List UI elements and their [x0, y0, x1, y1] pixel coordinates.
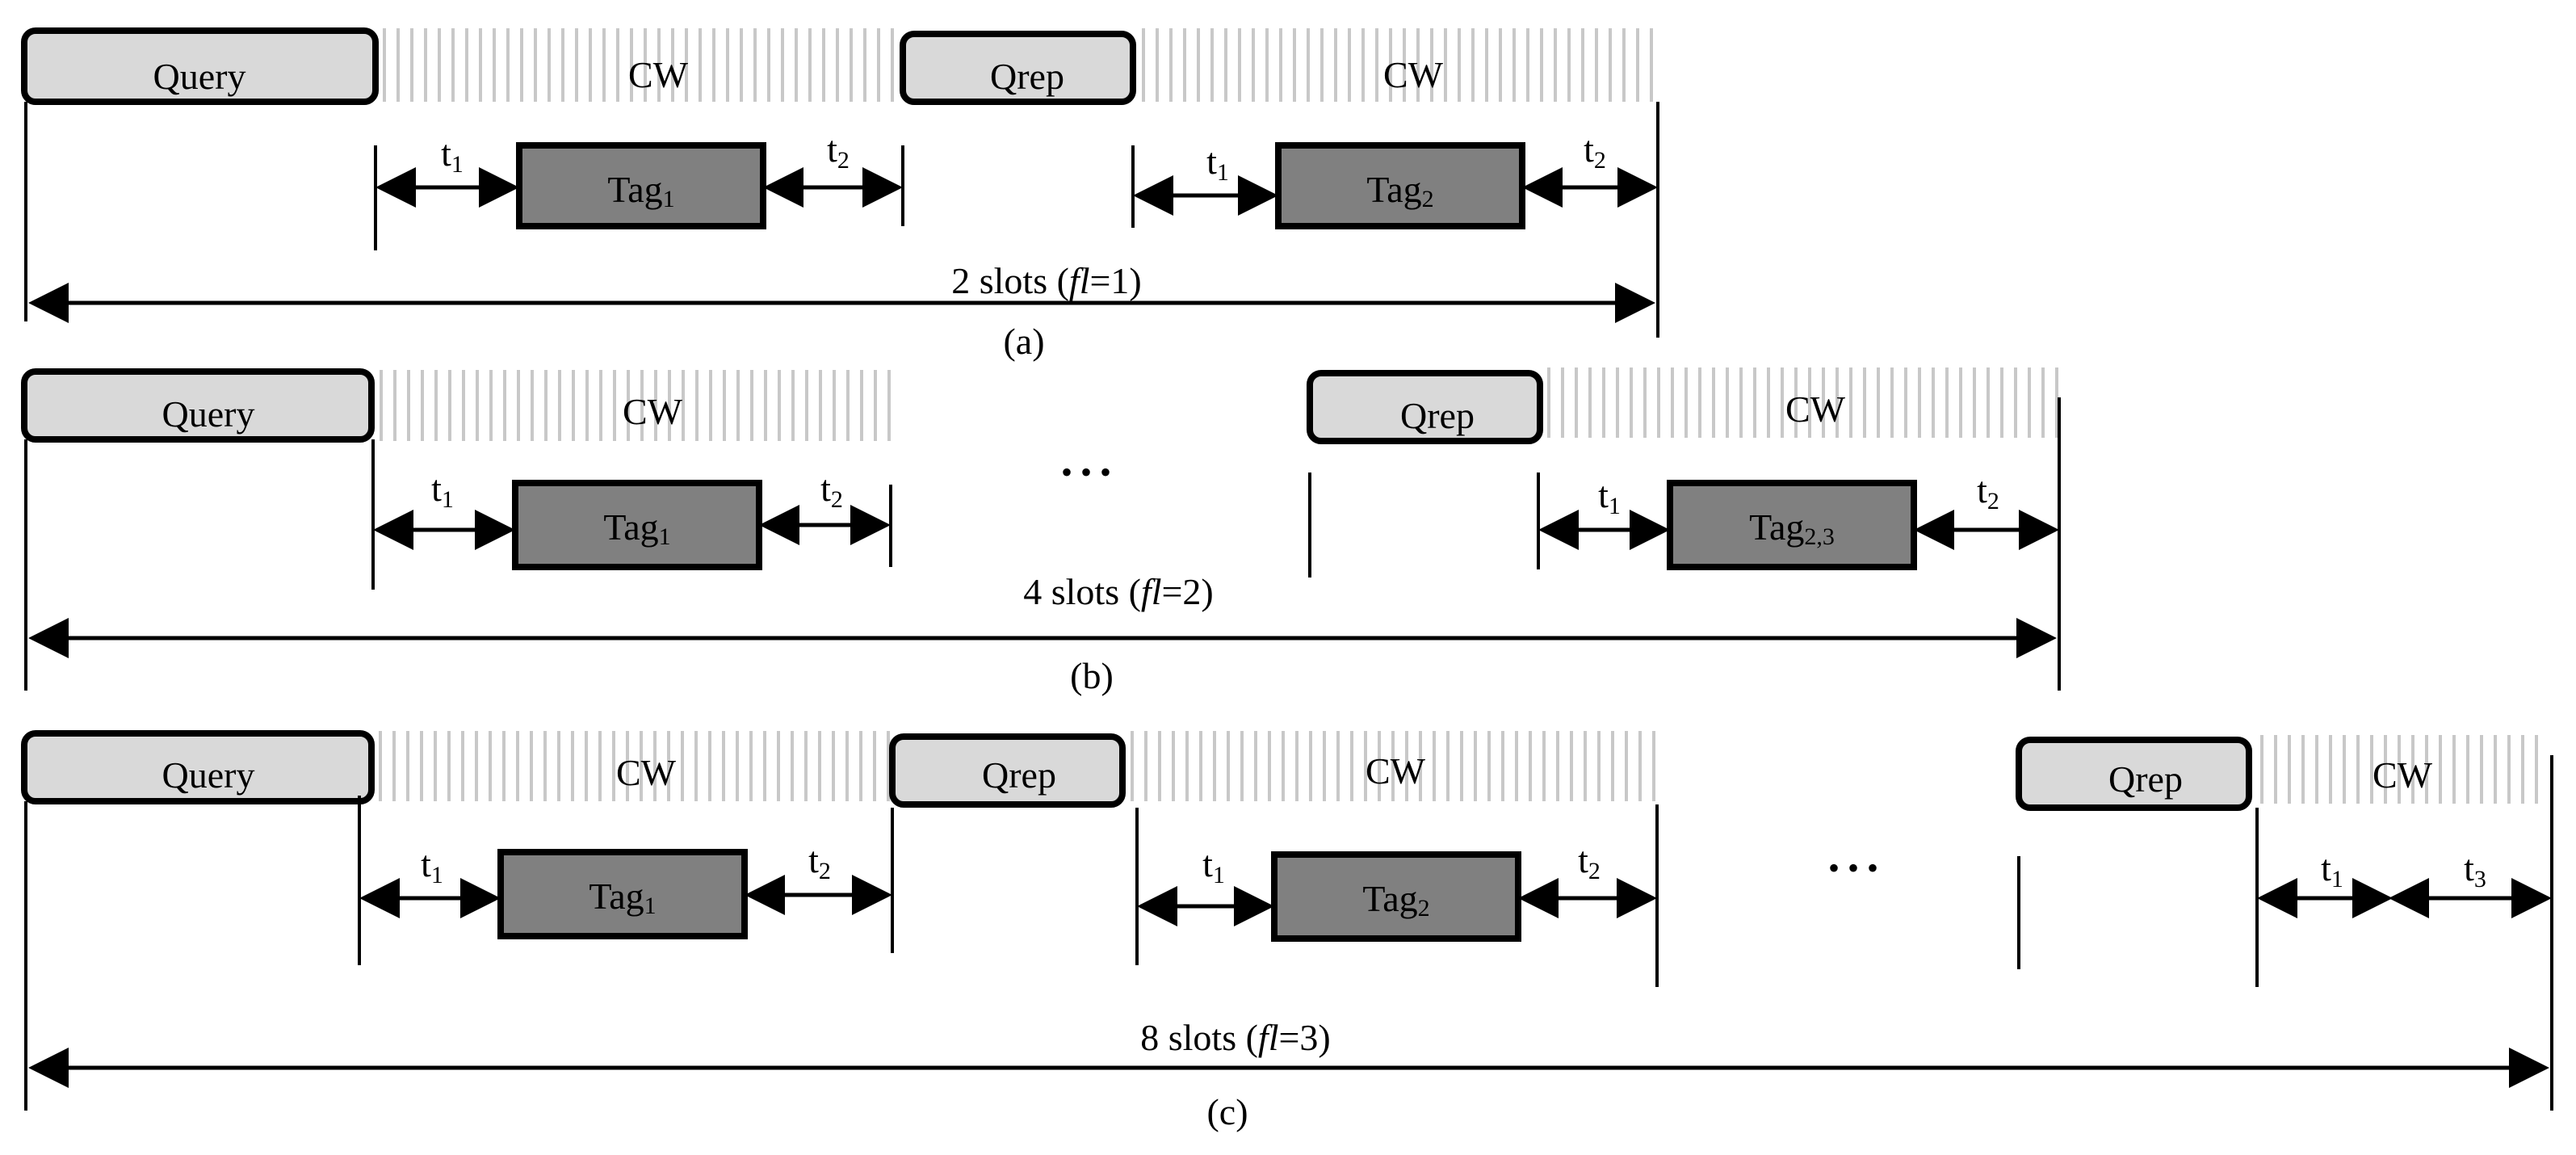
cw-label: CW [1366, 750, 1426, 792]
tag-reply: Tag2,3 [1667, 480, 1917, 570]
cw-hatch [379, 731, 2538, 804]
cw-hatch [380, 368, 2058, 441]
tag-reply: Tag2 [1275, 142, 1525, 229]
t2-label: t2 [1578, 839, 1601, 884]
tag-reply: Tag1 [516, 142, 766, 229]
qrep-frame: Qrep [2016, 737, 2252, 811]
tag-label: Tag1 [589, 876, 656, 919]
qrep-frame: Qrep [889, 733, 1126, 808]
panel-caption: (c) [1206, 1091, 1248, 1132]
query-label: Query [153, 56, 246, 97]
t1-label: t1 [1202, 843, 1225, 888]
query-frame: Query [21, 730, 375, 804]
ellipsis: ••• [1828, 850, 1886, 886]
qrep-label: Qrep [2108, 758, 2183, 800]
cw-label: CW [2373, 754, 2433, 796]
t1-label: t1 [431, 468, 454, 513]
panel-caption: (a) [1003, 321, 1044, 362]
cw-label: CW [1383, 54, 1444, 95]
cw-label: CW [616, 752, 677, 793]
panel-a: Query CW Qrep CW Tag1 Tag2 t1 t2 t1 t2 2… [21, 27, 1659, 362]
tag-label: Tag2 [1362, 878, 1429, 922]
cw-label: CW [1785, 388, 1846, 430]
t2-label: t2 [820, 468, 843, 513]
cw-label: CW [628, 54, 689, 95]
query-label: Query [162, 393, 255, 435]
ellipsis: ••• [1061, 454, 1119, 490]
tag-reply: Tag1 [497, 849, 748, 939]
panel-c: Query CW Qrep CW Qrep CW ••• Tag1 Tag2 [21, 730, 2553, 1132]
t1-label: t1 [441, 132, 464, 178]
tag-reply: Tag2 [1271, 851, 1521, 942]
cw-hatch [383, 28, 1653, 102]
tag-reply: Tag1 [512, 480, 762, 570]
t1-label: t1 [421, 843, 443, 888]
slot-span-label: 4 slots (fl=2) [1023, 571, 1214, 612]
qrep-frame: Qrep [900, 31, 1136, 105]
tag-label: Tag1 [603, 506, 670, 550]
qrep-label: Qrep [982, 754, 1056, 796]
qrep-label: Qrep [1400, 395, 1475, 436]
t2-label: t2 [827, 128, 850, 174]
t1-label: t1 [1598, 474, 1621, 519]
slot-span-label: 2 slots (fl=1) [951, 260, 1142, 301]
t2-label: t2 [1977, 469, 1999, 514]
tag-label: Tag2 [1366, 169, 1433, 212]
panel-caption: (b) [1070, 655, 1114, 696]
query-label: Query [162, 754, 255, 796]
panel-b: Query CW Qrep CW ••• Tag1 Tag2,3 t1 t2 t… [21, 368, 2061, 696]
t2-label: t2 [1584, 128, 1606, 174]
t3-label: t3 [2464, 847, 2486, 892]
query-frame: Query [21, 27, 379, 105]
slot-span-label: 8 slots (fl=3) [1140, 1017, 1331, 1058]
tag-label: Tag1 [607, 169, 674, 212]
tag-label: Tag2,3 [1749, 506, 1835, 550]
t1-label: t1 [2321, 847, 2343, 892]
t1-label: t1 [1206, 141, 1229, 186]
cw-label: CW [623, 391, 683, 432]
t2-label: t2 [808, 839, 831, 884]
qrep-label: Qrep [990, 56, 1064, 97]
qrep-frame: Qrep [1307, 370, 1543, 444]
query-frame: Query [21, 368, 375, 443]
